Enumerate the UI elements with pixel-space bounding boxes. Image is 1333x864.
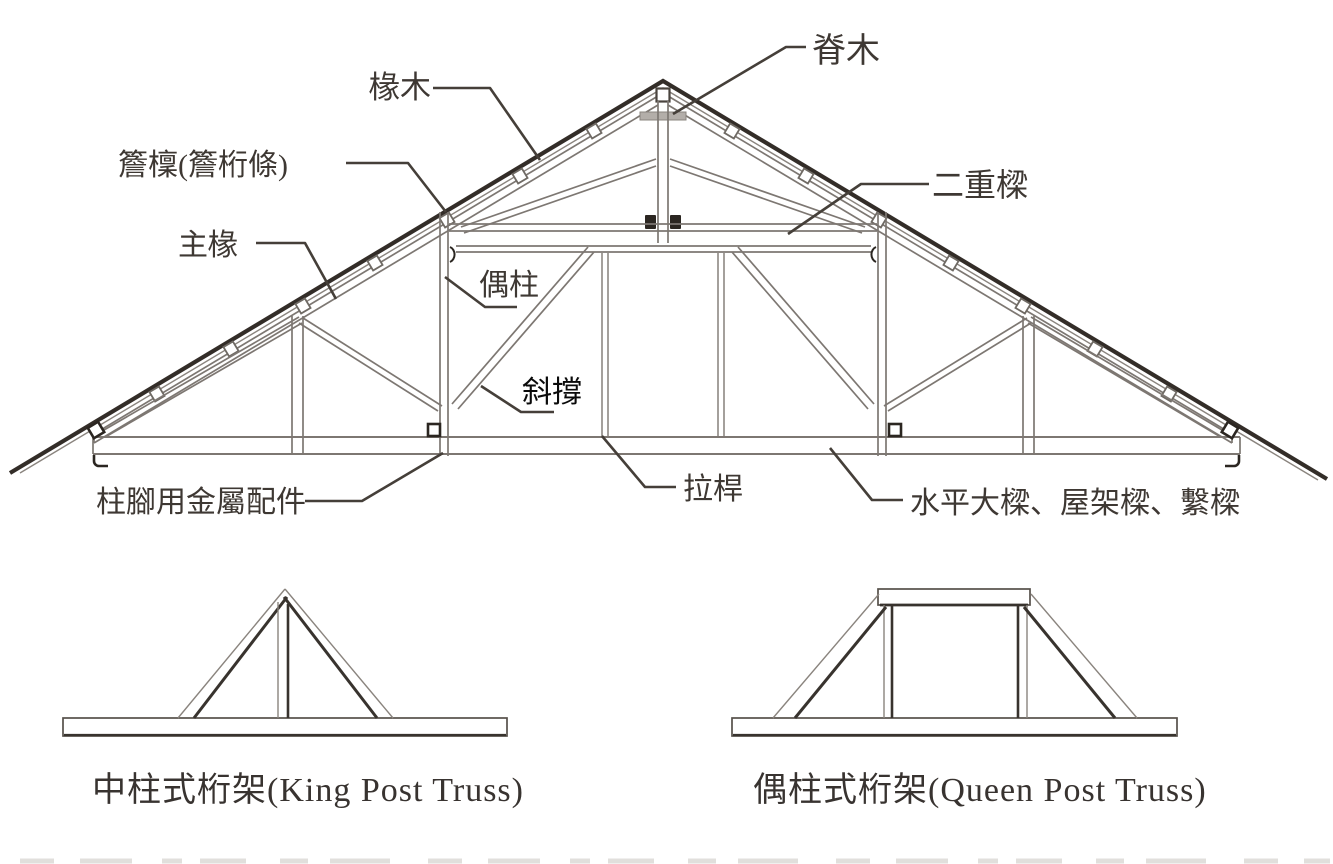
leader-tie-rod (601, 435, 676, 489)
queen-post-truss: 偶柱式桁架(Queen Post Truss) (731, 588, 1207, 809)
label-eave-purlin: 簷檁(簷桁條) (118, 149, 288, 182)
king-post-truss-caption: 中柱式桁架(King Post Truss) (92, 771, 524, 809)
purlin-block (511, 167, 529, 185)
purlin-block (797, 167, 815, 185)
beam-end-hook (92, 455, 108, 468)
rafter-outline (772, 593, 880, 719)
rafter-accent (793, 606, 888, 719)
apex-strut-right (669, 158, 866, 234)
purlin-block (222, 340, 240, 358)
label-diagonal-brace: 斜撐 (522, 376, 582, 409)
straining-beam (877, 588, 1031, 606)
king-post-fitting (645, 215, 656, 229)
diagonal-brace-left (451, 246, 595, 410)
eave-fitting (1219, 419, 1241, 441)
apex-strut-left (460, 158, 657, 234)
roof-sheathing-underline (19, 87, 1319, 481)
base-beam (62, 717, 508, 737)
leader-rafter-board (433, 86, 542, 161)
leader-ridge-beam (672, 45, 806, 116)
roof-sheathing-line (8, 78, 1329, 481)
leader-post-base-fitting (305, 451, 444, 503)
strap-fitting (449, 246, 456, 263)
intermediate-post-right (1022, 316, 1035, 454)
purlin-block (366, 254, 384, 272)
queen-post-left (439, 212, 456, 456)
leader-queen-post (444, 275, 517, 309)
rafter-outline (177, 588, 286, 719)
king-post-truss: 中柱式桁架(King Post Truss) (62, 588, 524, 809)
purlin-block (1014, 297, 1032, 315)
leader-lines (256, 45, 929, 503)
double-beam (449, 223, 877, 253)
queen-post-truss-caption: 偶柱式桁架(Queen Post Truss) (753, 771, 1207, 809)
purlin-blocks (148, 122, 1178, 403)
leader-double-beam (787, 182, 929, 236)
intermediate-post-left (291, 316, 304, 454)
base-fittings (85, 419, 1241, 441)
leader-diagonal-brace (480, 384, 554, 414)
rafter-outline (1030, 593, 1138, 719)
strap-fitting (870, 246, 877, 263)
rafter-accent (282, 596, 379, 719)
purlin-block (1160, 385, 1178, 403)
king-post-fitting (670, 215, 681, 229)
rafter-accent (1022, 606, 1117, 719)
label-horizontal-girder: 水平大樑、屋架樑、繫樑 (910, 487, 1240, 520)
rafter-accent (192, 596, 289, 719)
leader-horizontal-girder (828, 447, 903, 502)
ridge-block (655, 87, 671, 103)
label-rafter-board: 椽木 (369, 70, 431, 105)
rafter-outline (284, 588, 394, 719)
tie-rods (601, 253, 725, 436)
leader-eave-purlin (346, 161, 448, 213)
post-base-fitting (426, 422, 442, 438)
purlin-block (585, 122, 603, 140)
post-base-fitting (887, 422, 903, 438)
leader-principal-rafter (256, 241, 338, 300)
ridge-assembly (639, 87, 687, 243)
label-tie-rod: 拉桿 (683, 473, 743, 506)
main-truss: 椽木 脊木 簷檁(簷桁條) 主椽 偶柱 二重樑 斜撐 拉桿 柱腳用金屬配件 水平… (8, 32, 1329, 520)
web-diagonals (103, 316, 1223, 437)
label-post-base-fitting: 柱腳用金屬配件 (96, 486, 306, 519)
purlin-block (723, 122, 741, 140)
label-principal-rafter: 主椽 (178, 229, 238, 262)
purlin-block (294, 297, 312, 315)
base-beam (731, 717, 1178, 737)
label-double-beam: 二重樑 (932, 167, 1028, 203)
tie-beam (92, 436, 1241, 468)
diagonal-brace-right (731, 246, 875, 410)
purlin-block (942, 254, 960, 272)
ridge-cross-bar (639, 111, 687, 121)
label-ridge-beam: 脊木 (812, 32, 880, 70)
eave-fitting (85, 419, 107, 441)
queen-post-right (870, 212, 887, 456)
label-queen-post: 偶柱 (479, 269, 539, 302)
beam-end-hook (1225, 455, 1241, 468)
